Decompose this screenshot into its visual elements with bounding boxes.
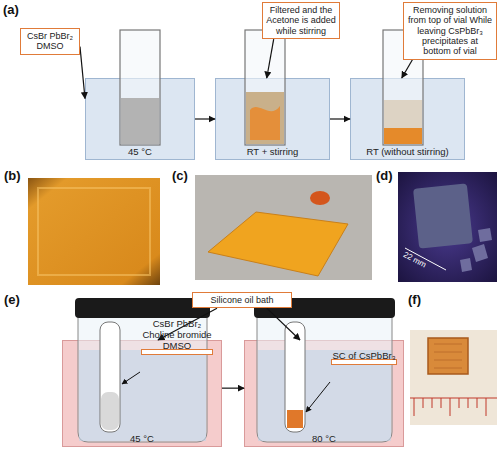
callout-box: SC of CsPbBr₃ bbox=[331, 359, 397, 365]
film-photo bbox=[195, 175, 372, 280]
arrow-connector bbox=[267, 39, 274, 78]
callout-text: Removing solution from top of vial While… bbox=[407, 5, 493, 57]
arrow-connector bbox=[222, 388, 244, 389]
arrow-connector bbox=[330, 118, 350, 119]
water-bath: 45 °C CsBr PbBr₂ Choline bromide DMSO bbox=[62, 340, 222, 447]
callout-text: CsBr PbBr₂ Choline bromide DMSO bbox=[142, 319, 212, 352]
arrow-connector bbox=[195, 118, 215, 119]
callout-box: CsBr PbBr₂ DMSO bbox=[20, 28, 80, 55]
film-photo bbox=[28, 178, 160, 285]
callout-box: CsBr PbBr₂ Choline bromide DMSO bbox=[141, 349, 213, 355]
panel-label: (e) bbox=[4, 292, 20, 307]
water-bath: RT + stirring bbox=[215, 78, 330, 160]
callout-text: CsBr PbBr₂ DMSO bbox=[24, 31, 76, 52]
dimension-label: 22 mm bbox=[402, 250, 428, 269]
water-bath: 80 °C SC of CsPbBr₃ bbox=[244, 340, 404, 447]
panel-label: (c) bbox=[172, 168, 188, 183]
callout-box: Removing solution from top of vial While… bbox=[403, 2, 497, 60]
temperature-label: 80 °C bbox=[245, 433, 403, 444]
temperature-label: RT + stirring bbox=[216, 146, 329, 157]
uv-photo bbox=[398, 172, 497, 282]
water-bath: 45 °C bbox=[85, 78, 195, 160]
panel-label: (a) bbox=[3, 2, 19, 17]
callout-text: Filtered and the Acetone is added while … bbox=[266, 5, 336, 36]
temperature-label: 45 °C bbox=[63, 433, 221, 444]
callout-box: Silicone oil bath bbox=[192, 292, 292, 308]
temperature-label: RT (without stirring) bbox=[351, 146, 464, 157]
arrow-connector bbox=[267, 308, 300, 340]
callout-text: Silicone oil bath bbox=[196, 295, 288, 305]
arrow-connector bbox=[402, 60, 413, 78]
temperature-label: 45 °C bbox=[86, 146, 194, 157]
water-bath: RT (without stirring) bbox=[350, 78, 465, 160]
callout-text: SC of CsPbBr₃ bbox=[332, 351, 396, 362]
panel-label: (b) bbox=[4, 168, 21, 183]
panel-label: (d) bbox=[376, 168, 393, 183]
crystal-photo bbox=[410, 330, 497, 425]
callout-box: Filtered and the Acetone is added while … bbox=[262, 2, 340, 39]
panel-label: (f) bbox=[408, 292, 421, 307]
